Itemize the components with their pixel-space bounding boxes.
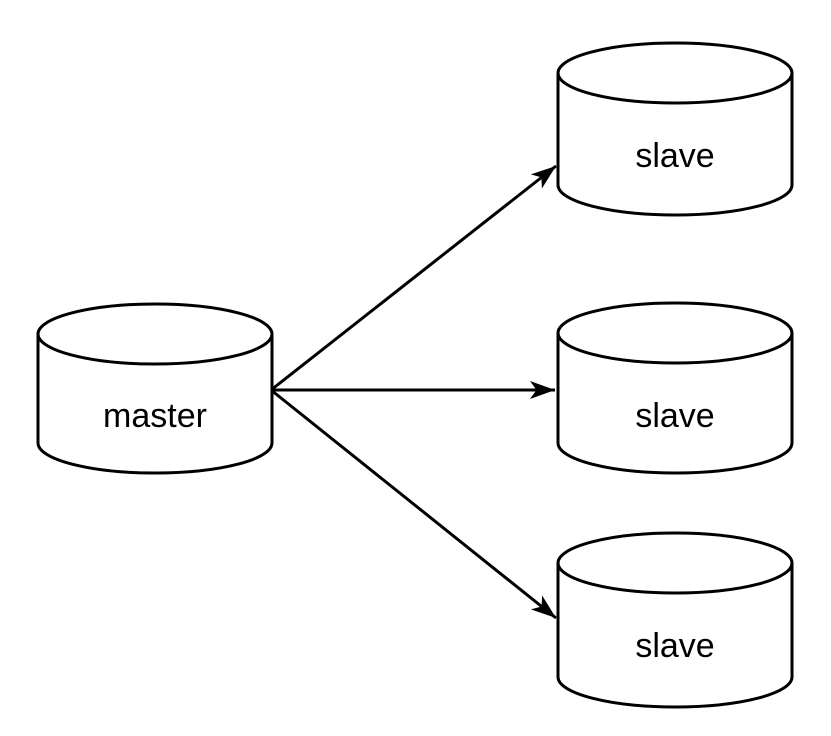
- slave-middle-cylinder-top: [556, 301, 794, 365]
- node-slave-middle: slave: [556, 301, 794, 475]
- edge-master-to-slave-bottom: [270, 388, 557, 620]
- slave-middle-label: slave: [635, 397, 714, 435]
- master-label: master: [103, 397, 207, 435]
- slave-top-cylinder-top: [556, 41, 794, 105]
- node-slave-top: slave: [556, 41, 794, 217]
- slave-bottom-label: slave: [635, 627, 714, 665]
- slave-bottom-cylinder-body: [556, 563, 794, 709]
- slave-bottom-cylinder-top: [556, 531, 794, 595]
- master-cylinder-body: [36, 334, 274, 475]
- slave-top-cylinder-body: [556, 73, 794, 217]
- node-slave-bottom: slave: [556, 531, 794, 709]
- slave-middle-cylinder-body: [556, 333, 794, 475]
- slave-top-label: slave: [635, 137, 714, 175]
- edge-master-to-slave-top: [270, 164, 557, 392]
- master-cylinder-top: [36, 302, 274, 366]
- node-master: master: [36, 302, 274, 475]
